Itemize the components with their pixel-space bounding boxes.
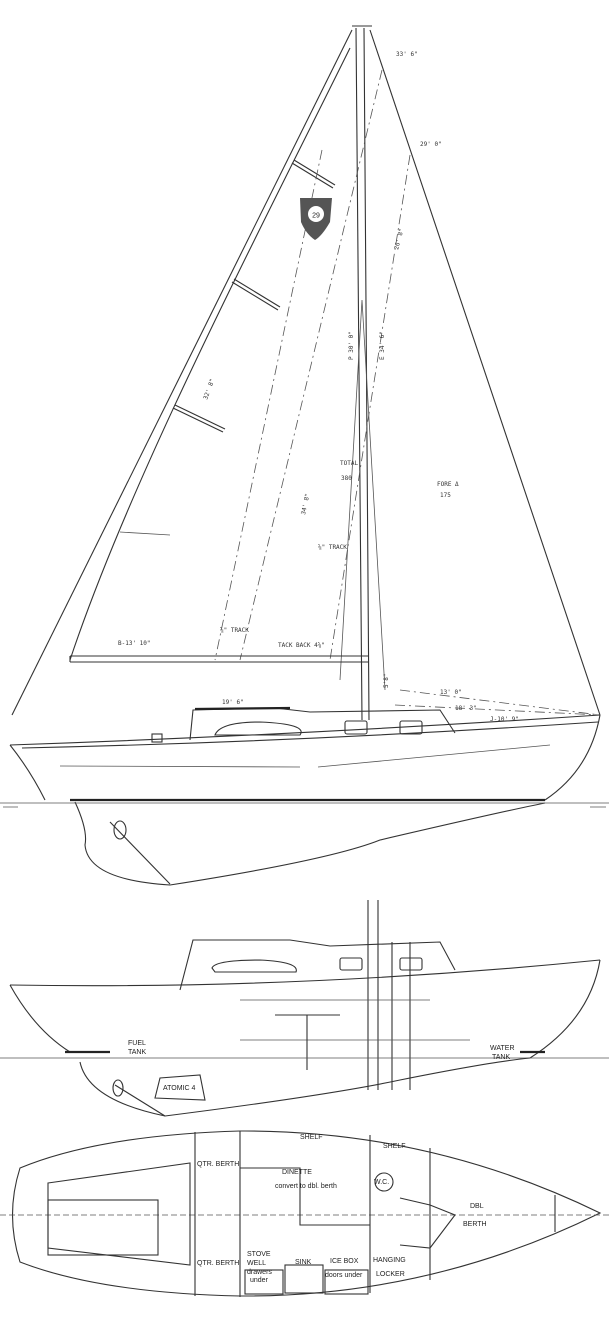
batten [119, 531, 171, 536]
hanging-locker-label: HANGING [373, 1257, 406, 1264]
dim-j: J-10' 9" [490, 716, 519, 723]
sink-label: SINK [295, 1259, 312, 1266]
stove-label: STOVE [247, 1251, 271, 1258]
inboard-profile: FUEL TANK ATOMIC 4 WATER TANK [0, 900, 609, 1117]
water-tank-label: TANK [492, 1054, 510, 1061]
bulkhead [194, 1131, 431, 1297]
cabin-house [189, 707, 456, 741]
bow [544, 714, 601, 801]
dim-p: P 30' 0" [348, 331, 355, 360]
backstay [11, 29, 353, 716]
dinette-label: DINETTE [282, 1169, 312, 1176]
shelf-fwd-label: SHELF [383, 1143, 406, 1150]
inboard-keel [79, 1057, 531, 1117]
ice-box-label: ICE BOX [330, 1258, 359, 1265]
logo-text: 29 [312, 213, 320, 220]
dim-ft1: 13' 0" [440, 689, 462, 696]
ice-box [324, 1269, 369, 1295]
luff-line [214, 149, 323, 661]
fore-value: 175 [440, 492, 451, 499]
dim-leech: 32' 8" [202, 378, 216, 401]
dbl-berth-label: DBL [470, 1203, 484, 1210]
propeller [113, 820, 127, 840]
dinette-seat [240, 1167, 370, 1226]
cockpit [47, 1162, 191, 1266]
cockpit-vent [151, 733, 163, 743]
wc-label: W.C. [374, 1179, 389, 1186]
dim-forestay-lower: 26' 8" [393, 228, 405, 251]
sail-plan: 29 33' 6" 29' 0" 26' 8" P 30' 0" E 34' 6… [11, 25, 601, 723]
dinette-table [275, 1014, 340, 1070]
port-light [344, 720, 368, 735]
v-berth [399, 1197, 456, 1249]
inboard-cabin [179, 939, 456, 991]
stove [244, 1269, 284, 1295]
dim-mast-step: 5'8" [383, 674, 390, 688]
batten [291, 159, 336, 189]
foretriangle-line [394, 689, 601, 716]
genoa-leech [329, 154, 411, 661]
cabin-sole [240, 999, 470, 1041]
track-upper: ⅝" TRACK [318, 544, 347, 551]
mainsail-leech [69, 47, 351, 661]
qtr-berth-port: QTR. BERTH [197, 1161, 239, 1168]
boom [69, 655, 368, 663]
mast-stub [367, 900, 379, 1090]
stove-label: drawers [247, 1269, 272, 1276]
cockpit-sole [47, 1199, 159, 1256]
total-label: TOTAL [340, 460, 358, 467]
water-tank-label: WATER [490, 1045, 515, 1052]
class-logo: 29 [300, 198, 332, 240]
tack-back: TACK BACK 4⅝" [278, 642, 325, 649]
wc [374, 1172, 394, 1192]
jib-leech [239, 69, 383, 661]
dim-cabin: 19' 6" [222, 699, 244, 706]
shelf-label: SHELF [300, 1134, 323, 1141]
mast [352, 25, 372, 721]
track-lower: ⅝" TRACK [220, 627, 249, 634]
rudder-line [109, 821, 171, 885]
dim-e: E 34' 6" [379, 331, 386, 360]
cabin-window [214, 721, 302, 736]
stove-label: WELL [247, 1260, 266, 1267]
engine [154, 1074, 206, 1101]
qtr-berth-stbd: QTR. BERTH [197, 1260, 239, 1267]
deck-outline [11, 1130, 602, 1297]
dim-forestay-upper: 29' 0" [420, 141, 442, 148]
hanging-locker-label: LOCKER [376, 1271, 405, 1278]
dbl-berth-label: BERTH [463, 1221, 487, 1228]
batten [231, 278, 281, 311]
fuel-tank-label: TANK [128, 1049, 146, 1056]
dim-boom: B-13' 10" [118, 640, 151, 647]
ice-box-label: doors under [325, 1272, 363, 1279]
inboard-sheer [9, 959, 601, 987]
sheer [9, 714, 601, 746]
cove-stripe [59, 744, 551, 768]
fuel-tank-label: FUEL [128, 1040, 146, 1047]
accommodation-plan: SHELF SHELF QTR. BERTH QTR. BERTH DINETT… [0, 1130, 609, 1297]
hull-profile [0, 706, 609, 886]
total-value: 380 [341, 475, 352, 482]
sink [284, 1264, 324, 1294]
batten [172, 404, 226, 433]
dim-masthead: 33' 6" [396, 51, 418, 58]
dim-jib-luff: 34' 8" [300, 493, 311, 516]
stern [9, 744, 46, 801]
dinette-note: convert to dbl. berth [275, 1183, 337, 1190]
fore-label: FORE Δ [437, 481, 459, 488]
jib-stay [339, 299, 386, 691]
waterline [0, 802, 609, 808]
engine-label: ATOMIC 4 [163, 1085, 196, 1092]
forestay [369, 29, 601, 716]
dim-ft2: 18' 3" [455, 705, 477, 712]
keel [74, 801, 546, 886]
stove-label: under [250, 1277, 269, 1284]
port-light [399, 720, 423, 735]
